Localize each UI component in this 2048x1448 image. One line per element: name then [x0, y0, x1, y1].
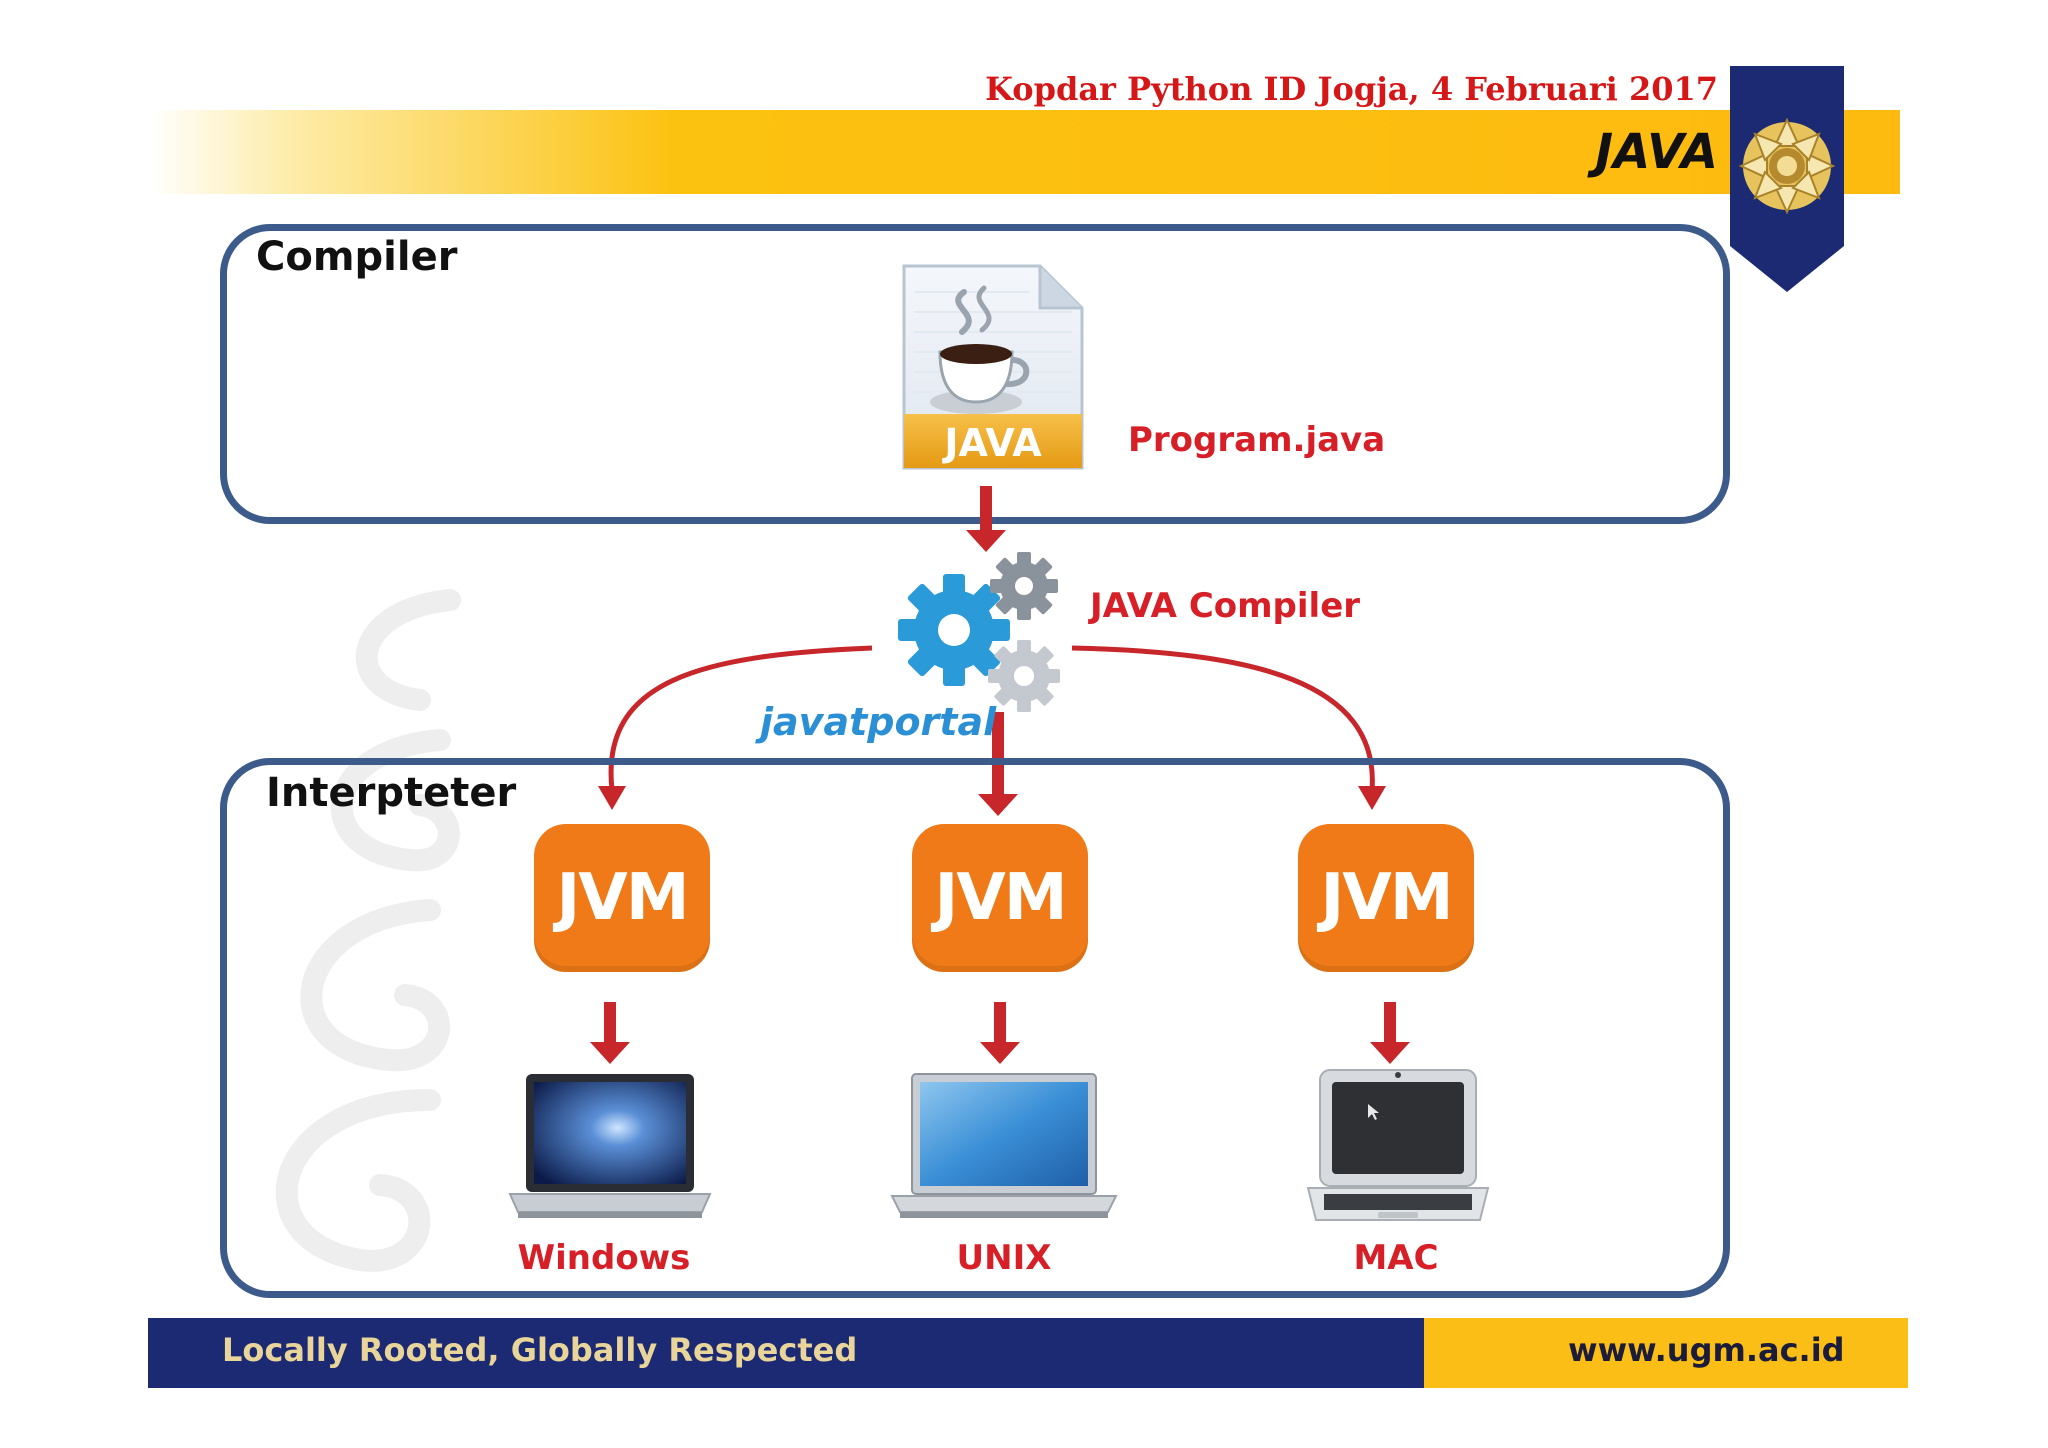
footer-right-bar	[1424, 1318, 1908, 1388]
arrow-jvm-to-mac	[1370, 1002, 1410, 1064]
unix-laptop-icon	[890, 1073, 1118, 1218]
javatportal-watermark: javatportal	[760, 700, 997, 744]
arrow-file-to-compiler	[966, 486, 1006, 552]
os-label-windows: Windows	[517, 1238, 691, 1278]
interpreter-section-box	[220, 758, 1730, 1298]
slide-title: JAVA	[1595, 124, 1718, 180]
university-emblem-icon	[1730, 66, 1844, 292]
header-bar	[150, 110, 1900, 194]
java-file-badge-text: JAVA	[941, 421, 1042, 465]
footer-url: www.ugm.ac.id	[1568, 1331, 1845, 1369]
compiler-section-box	[220, 224, 1730, 524]
arrow-jvm-to-unix	[980, 1002, 1020, 1064]
footer-left-bar	[148, 1318, 1424, 1388]
jvm-box-unix: JVM	[912, 824, 1088, 972]
compiler-gears-icon	[898, 552, 1060, 712]
compiler-section-title: Compiler	[256, 234, 458, 280]
java-file-icon: JAVA	[902, 264, 1084, 470]
jvm-box-mac: JVM	[1298, 824, 1474, 972]
footer-slogan: Locally Rooted, Globally Respected	[222, 1331, 858, 1369]
arrow-compiler-to-unix	[978, 712, 1018, 816]
java-compiler-label: JAVA Compiler	[1090, 586, 1361, 626]
arrow-compiler-to-windows	[608, 645, 873, 791]
arrow-compiler-to-mac	[1071, 645, 1375, 791]
event-title: Kopdar Python ID Jogja, 4 Februari 2017	[985, 70, 1718, 108]
os-label-unix: UNIX	[956, 1238, 1052, 1278]
arrow-jvm-to-windows	[590, 1002, 630, 1064]
os-label-mac: MAC	[1353, 1238, 1439, 1278]
windows-laptop-icon	[508, 1074, 712, 1218]
jvm-box-windows: JVM	[534, 824, 710, 972]
mac-laptop-icon	[1306, 1069, 1490, 1221]
interpreter-section-title: Interpteter	[266, 770, 517, 816]
program-file-label: Program.java	[1128, 420, 1386, 460]
